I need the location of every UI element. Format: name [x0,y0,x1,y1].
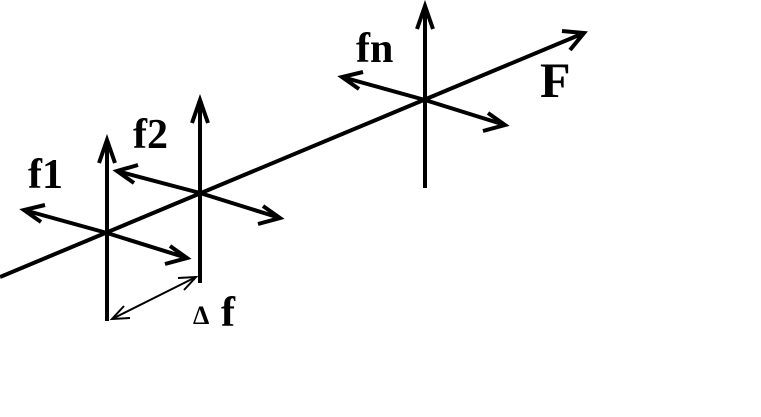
axis-set-fn [337,0,510,188]
f1-right-arrowhead [164,244,192,266]
f1-right-axis [106,231,188,260]
fn-vertical-arrowhead [415,0,435,30]
f1-left-axis [23,208,108,235]
axis-set-f2 [112,93,285,283]
fn-left-arrowhead [337,70,364,91]
f2-left-arrowhead [112,163,139,185]
label-fn: fn [356,26,393,72]
f1-left-arrowhead [19,203,46,224]
fn-left-axis [341,75,426,102]
axis-set-f1 [19,133,192,321]
f1-vertical-arrowhead [97,133,117,164]
f2-right-arrowhead [257,204,285,226]
label-delta-f-letter: f [221,290,236,336]
label-F: F [540,52,571,108]
main-axis-arrow [0,29,588,279]
f2-right-axis [199,191,281,220]
label-f1: f1 [28,152,63,198]
label-delta-symbol: Δ [193,301,209,330]
fn-right-arrowhead [482,111,510,133]
f2-vertical-arrowhead [190,93,210,124]
delta-f-arrow [109,275,199,321]
fn-right-axis [424,98,506,127]
label-f2: f2 [133,112,168,158]
f2-left-axis [116,169,201,195]
